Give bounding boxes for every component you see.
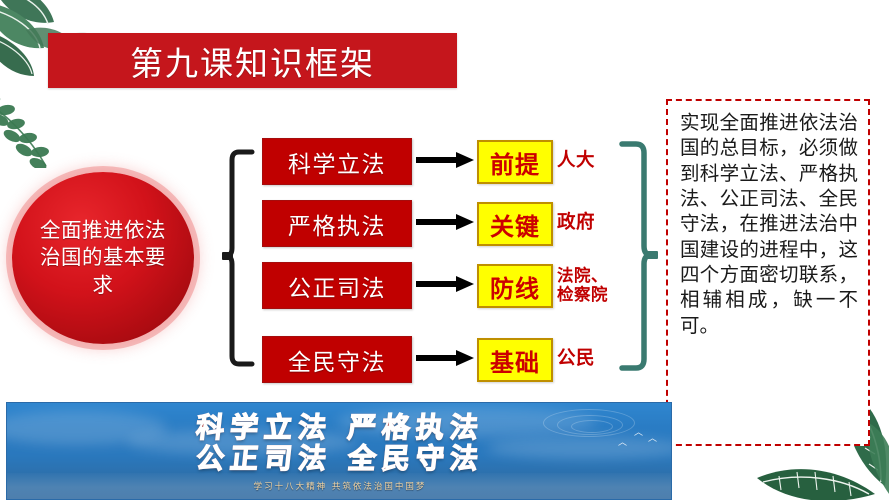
requirement-row: 严格执法 关键 政府: [262, 200, 682, 247]
title-banner: 第九课知识框架: [48, 33, 457, 88]
page-title: 第九课知识框架: [130, 43, 375, 83]
left-bracket-connector: [222, 149, 255, 367]
arrow-right-icon: [416, 350, 474, 366]
role-box[interactable]: 防线: [477, 264, 553, 308]
organ-label: 人大: [557, 138, 667, 184]
organ-label-line1: 人大: [557, 149, 596, 171]
arrow-right-icon: [416, 276, 474, 292]
requirement-label: 公正司法: [288, 275, 386, 302]
organ-label: 公民: [557, 336, 667, 382]
requirement-box[interactable]: 严格执法: [262, 200, 412, 247]
requirement-label: 科学立法: [288, 151, 386, 178]
banner-subtitle: 学习十八大精神 共筑依法治国中国梦: [253, 481, 427, 492]
arrow-right-icon: [416, 214, 474, 230]
skyline-silhouette: [7, 473, 671, 499]
role-label: 基础: [490, 347, 540, 377]
bird-icon: ︿: [634, 425, 643, 438]
requirement-box[interactable]: 科学立法: [262, 138, 412, 185]
role-label: 防线: [490, 273, 540, 303]
organ-label: 法院、 检察院: [557, 262, 667, 308]
bottom-banner-text: 科学立法 严格执法 公正司法 全民守法 学习十八大精神 共筑依法治国中国梦: [7, 410, 671, 492]
summary-box: 实现全面推进依法治国的总目标，必须做到科学立法、严格执法、公正司法、全民守法，在…: [666, 99, 870, 446]
bottom-banner-image: ︿ ︿ ︿ 科学立法 严格执法 公正司法 全民守法 学习十八大精神 共筑依法治国…: [6, 402, 672, 500]
bird-icon: ︿: [648, 431, 657, 444]
requirement-row: 全民守法 基础 公民: [262, 336, 682, 383]
requirement-row: 科学立法 前提 人大: [262, 138, 682, 185]
summary-text: 实现全面推进依法治国的总目标，必须做到科学立法、严格执法、公正司法、全民守法，在…: [680, 111, 858, 337]
banner-line-2: 公正司法 全民守法: [7, 441, 671, 475]
bird-icon: ︿: [618, 435, 627, 448]
role-label: 前提: [490, 149, 540, 179]
organ-label-line2: 检察院: [557, 285, 608, 304]
arrow-right-icon: [416, 152, 474, 168]
requirement-row: 公正司法 防线 法院、 检察院: [262, 262, 682, 309]
requirement-label: 严格执法: [288, 213, 386, 240]
core-concept-oval: 全面推进依法治国的基本要求: [12, 172, 194, 344]
banner-line-1: 科学立法 严格执法: [7, 410, 671, 444]
requirement-label: 全民守法: [288, 349, 386, 376]
core-concept-label: 全面推进依法治国的基本要求: [40, 218, 166, 297]
right-bracket-connector: [619, 141, 658, 371]
role-label: 关键: [490, 211, 540, 241]
organ-label-line1: 法院、: [557, 265, 608, 285]
requirement-box[interactable]: 全民守法: [262, 336, 412, 383]
organ-label-line1: 公民: [557, 347, 596, 369]
organ-label: 政府: [557, 200, 667, 246]
organ-label-line1: 政府: [557, 211, 596, 233]
requirement-box[interactable]: 公正司法: [262, 262, 412, 309]
role-box[interactable]: 关键: [477, 202, 553, 246]
role-box[interactable]: 前提: [477, 140, 553, 184]
role-box[interactable]: 基础: [477, 338, 553, 382]
